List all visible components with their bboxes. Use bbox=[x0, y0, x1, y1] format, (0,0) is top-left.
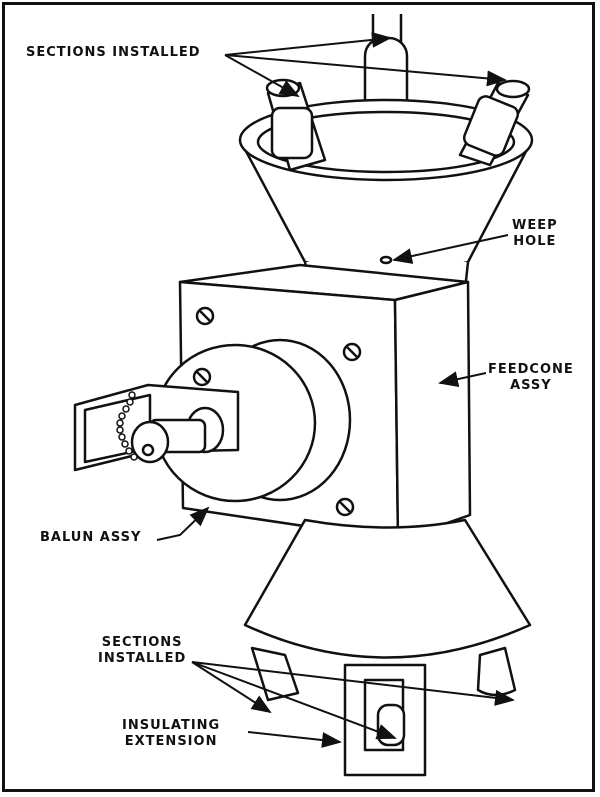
weep-hole bbox=[379, 255, 393, 265]
label-sections-installed-top: SECTIONS INSTALLED bbox=[26, 45, 201, 60]
balun-chain bbox=[116, 391, 138, 461]
bottom-left-section bbox=[250, 646, 300, 702]
label-balun-assy: BALUN ASSY bbox=[40, 530, 142, 545]
leader-lines bbox=[156, 31, 515, 749]
label-weep-hole: WEEP HOLE bbox=[512, 218, 558, 249]
label-feedcone-assy: FEEDCONE ASSY bbox=[488, 362, 574, 393]
bottom-feedcone bbox=[243, 518, 532, 659]
label-insulating-extension: INSULATING EXTENSION bbox=[122, 718, 221, 749]
label-sections-installed-bottom: SECTIONS INSTALLED bbox=[98, 635, 187, 666]
diagram-border bbox=[2, 2, 595, 792]
balun-assembly bbox=[73, 338, 352, 503]
top-right-section bbox=[458, 79, 531, 167]
bottom-right-section bbox=[476, 646, 517, 697]
